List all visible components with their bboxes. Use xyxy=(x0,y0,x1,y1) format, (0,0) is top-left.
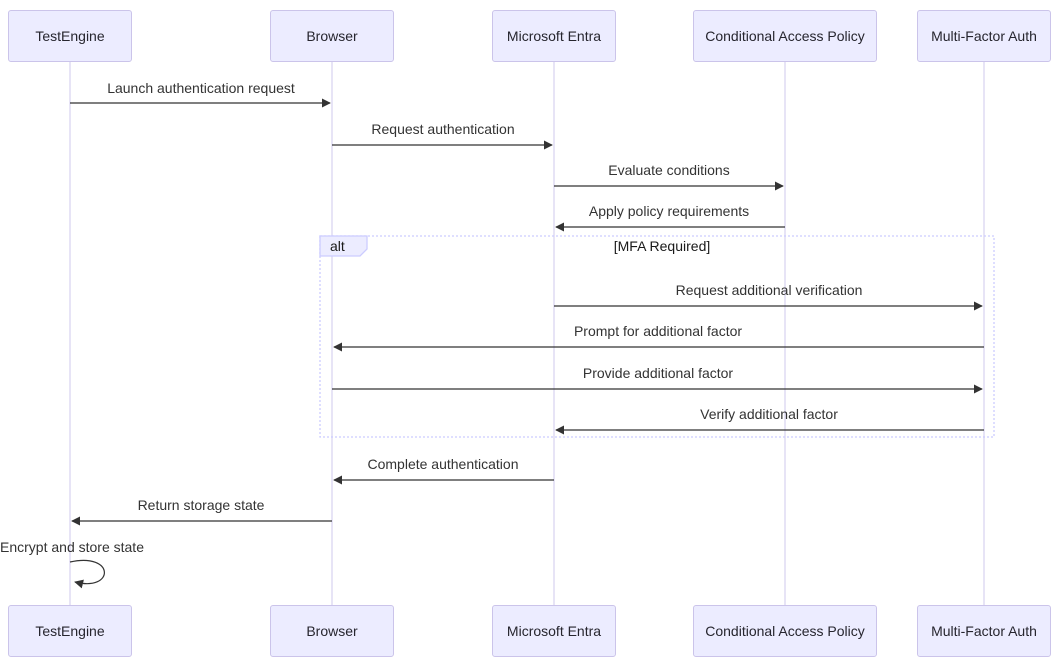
participant-box-testengine-top: TestEngine xyxy=(8,10,132,62)
alt-condition-label: [MFA Required] xyxy=(613,238,711,254)
message-label-request-authentication: Request authentication xyxy=(371,121,515,137)
participant-label: Conditional Access Policy xyxy=(705,28,865,44)
participant-label: Browser xyxy=(306,623,358,639)
message-label-verify-additional-factor: Verify additional factor xyxy=(700,406,838,422)
lifelines xyxy=(69,62,985,605)
alt-operator-label: alt xyxy=(330,238,345,254)
participant-label: TestEngine xyxy=(35,623,105,639)
alt-fragment-border xyxy=(319,235,995,438)
alt-fragment-frame xyxy=(319,235,995,438)
participant-label: Multi-Factor Auth xyxy=(931,28,1037,44)
participant-label: Microsoft Entra xyxy=(506,28,602,44)
message-arrows xyxy=(69,98,984,589)
participant-label: TestEngine xyxy=(35,28,105,44)
message-label-return-storage-state: Return storage state xyxy=(137,497,265,513)
participant-box-conditional-access-policy-bottom: Conditional Access Policy xyxy=(693,605,877,657)
participant-label: Microsoft Entra xyxy=(506,623,602,639)
participant-box-testengine-bottom: TestEngine xyxy=(8,605,132,657)
participant-box-conditional-access-policy-top: Conditional Access Policy xyxy=(693,10,877,62)
participant-box-microsoft-entra-bottom: Microsoft Entra xyxy=(492,605,616,657)
message-label-prompt-for-additional-factor: Prompt for additional factor xyxy=(573,323,743,339)
message-label-complete-authentication: Complete authentication xyxy=(367,456,519,472)
participant-box-microsoft-entra-top: Microsoft Entra xyxy=(492,10,616,62)
alt-operator-box xyxy=(319,235,368,257)
message-label-evaluate-conditions: Evaluate conditions xyxy=(608,162,730,178)
participant-label: Conditional Access Policy xyxy=(705,623,865,639)
participant-box-multi-factor-auth-top: Multi-Factor Auth xyxy=(917,10,1051,62)
message-label-provide-additional-factor: Provide additional factor xyxy=(582,365,734,381)
participant-box-browser-bottom: Browser xyxy=(270,605,394,657)
participant-box-browser-top: Browser xyxy=(270,10,394,62)
participant-box-multi-factor-auth-bottom: Multi-Factor Auth xyxy=(917,605,1051,657)
message-label-apply-policy-requirements: Apply policy requirements xyxy=(588,203,750,219)
participant-label: Browser xyxy=(306,28,358,44)
message-label-encrypt-and-store-state: Encrypt and store state xyxy=(0,539,144,555)
message-label-launch-authentication-request: Launch authentication request xyxy=(107,80,295,96)
arrow-encrypt-and-store-state-self-loop xyxy=(69,559,105,589)
message-label-request-additional-verification: Request additional verification xyxy=(675,282,863,298)
participant-label: Multi-Factor Auth xyxy=(931,623,1037,639)
